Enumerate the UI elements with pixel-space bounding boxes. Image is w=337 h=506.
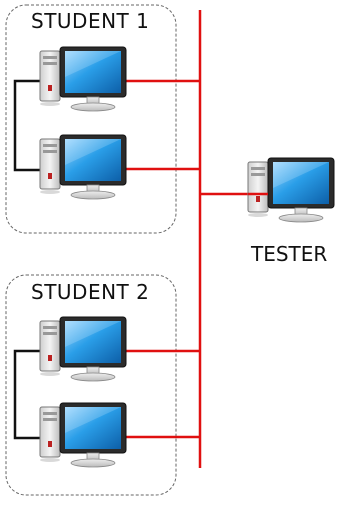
student-2-computer-2-icon (39, 402, 127, 468)
student-1-link (13, 79, 40, 172)
student-1-computer-2-icon (39, 134, 127, 200)
student-2-group-box (5, 274, 177, 496)
tester-computer-icon (247, 157, 335, 223)
student-1-computer-1-icon (39, 46, 127, 112)
student-1-group-box (5, 4, 177, 234)
student-2-link (13, 349, 40, 440)
student-2-title: STUDENT 2 (31, 280, 150, 304)
student-2-computer-1-icon (39, 316, 127, 382)
student-1-title: STUDENT 1 (31, 9, 150, 33)
tester-label: TESTER (251, 242, 328, 266)
